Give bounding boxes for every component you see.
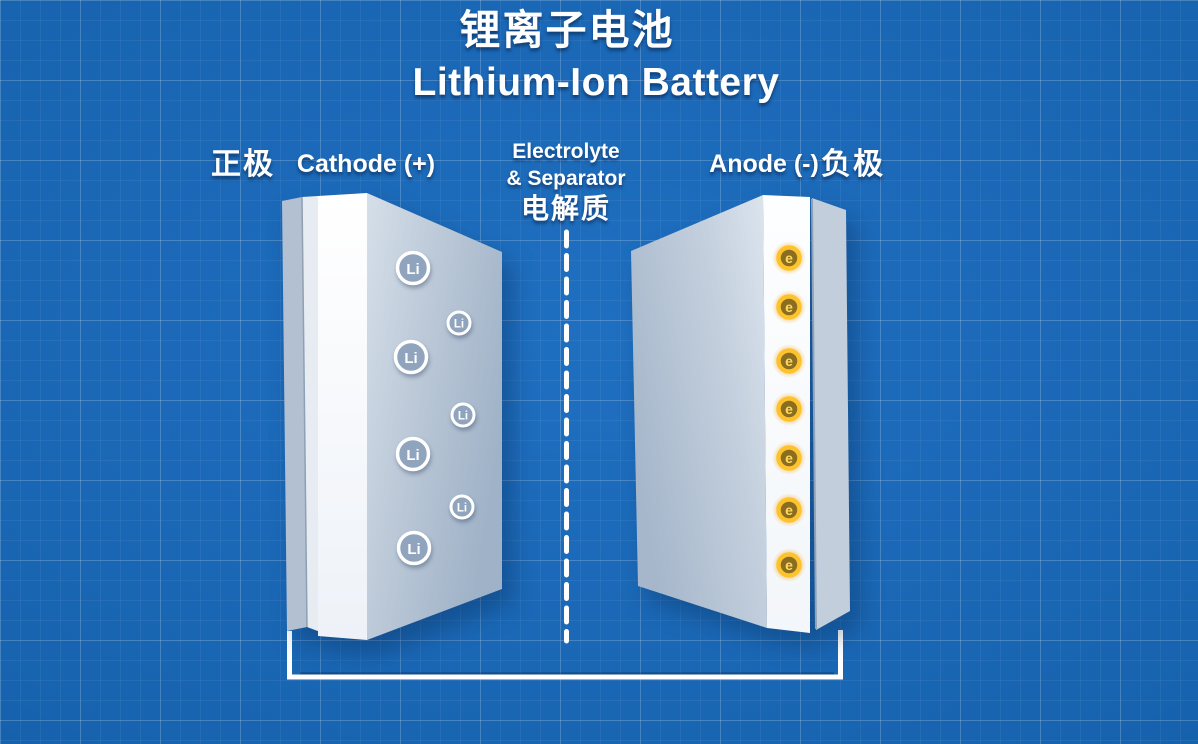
electron-symbol: e (785, 557, 793, 573)
anode-current-collector (812, 198, 850, 630)
li-ion-symbol: Li (406, 447, 419, 464)
li-ion-symbol: Li (457, 503, 467, 515)
electron: e (772, 344, 806, 378)
electron: e (772, 493, 806, 527)
anode-label-en: Anode (-) (709, 150, 819, 178)
electron-symbol: e (785, 299, 793, 315)
electrons: e e e e e e e (772, 241, 806, 582)
li-ion: Li (396, 530, 432, 566)
cathode-electrode (282, 193, 502, 640)
li-ion: Li (450, 402, 476, 428)
electron: e (772, 290, 806, 324)
circuit-wire (287, 630, 843, 680)
cathode-collector-inner-face (302, 196, 323, 633)
anode-electrode (631, 195, 850, 633)
anode-layer-edge (811, 198, 817, 630)
title-english: Lithium-Ion Battery (413, 61, 780, 104)
cathode-label-en: Cathode (+) (297, 150, 435, 178)
electrolyte-label-zh: 电解质 (521, 193, 611, 224)
li-ion-symbol: Li (404, 350, 417, 367)
cathode-main-face (367, 193, 502, 640)
electron: e (772, 441, 806, 475)
electron: e (772, 392, 806, 426)
li-ion-symbol: Li (406, 261, 419, 278)
electron-symbol: e (785, 353, 793, 369)
section-labels: 正极 Cathode (+) Electrolyte & Separator 电… (211, 140, 885, 224)
cathode-current-collector (282, 197, 307, 631)
electron: e (772, 241, 806, 275)
electron-symbol: e (785, 450, 793, 466)
li-ion-symbol: Li (454, 319, 464, 331)
li-ion: Li (446, 310, 472, 336)
li-ion-symbol: Li (407, 541, 420, 558)
li-ion: Li (395, 436, 431, 472)
cathode-layer-edge (301, 196, 308, 628)
cathode-white-face (318, 193, 367, 640)
li-ion: Li (395, 250, 431, 286)
diagram-title: 锂离子电池 Lithium-Ion Battery (413, 7, 780, 104)
li-ion: Li (449, 494, 475, 520)
electrolyte-label-line1: Electrolyte (512, 140, 619, 163)
anode-label-zh: 负极 (821, 148, 885, 181)
li-ions: Li Li Li Li Li Li Li (393, 250, 476, 566)
li-ion-symbol: Li (458, 411, 468, 423)
li-ion: Li (393, 339, 429, 375)
electron-symbol: e (785, 502, 793, 518)
anode-main-face (631, 195, 767, 628)
title-chinese: 锂离子电池 (460, 7, 675, 53)
electron-symbol: e (785, 250, 793, 266)
electron: e (772, 548, 806, 582)
electron-symbol: e (785, 401, 793, 417)
cathode-label-zh: 正极 (211, 148, 275, 181)
electrolyte-label-line2: & Separator (506, 167, 625, 190)
